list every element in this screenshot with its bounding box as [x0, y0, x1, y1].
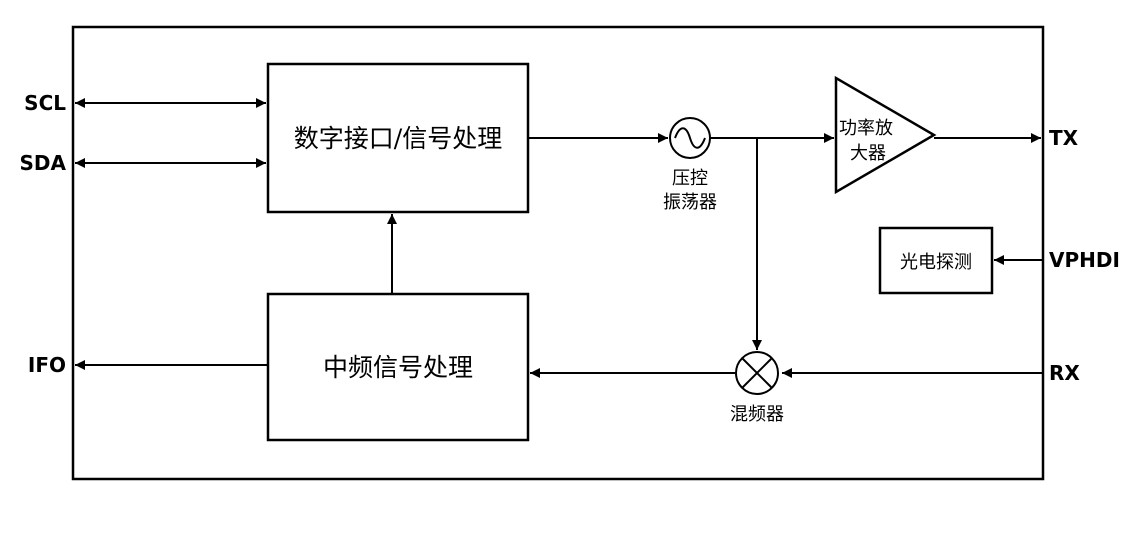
photodetector-label: 光电探测: [900, 252, 972, 273]
pin-vphdi-label: VPHDI: [1049, 248, 1120, 272]
pin-scl-label: SCL: [24, 91, 66, 115]
if-processing-label: 中频信号处理: [323, 353, 473, 382]
pin-ifo-label: IFO: [28, 353, 66, 377]
mixer-cross-b: [741, 357, 773, 389]
vco-label-line1: 压控: [672, 168, 708, 189]
pin-tx-label: TX: [1049, 126, 1079, 150]
mixer-label: 混频器: [730, 404, 784, 425]
pa-label-line1: 功率放: [839, 118, 893, 139]
power-amplifier-symbol: [834, 75, 937, 195]
pin-rx-label: RX: [1049, 361, 1080, 385]
digital-interface-label: 数字接口/信号处理: [294, 124, 502, 153]
chip-boundary: [71, 25, 1045, 481]
pa-label-line2: 大器: [850, 143, 886, 164]
vco-label-line2: 振荡器: [663, 192, 717, 213]
pin-sda-label: SDA: [20, 151, 67, 175]
photodetector-block: [878, 226, 994, 295]
if-processing-block: [266, 292, 530, 442]
sine-wave-icon: [674, 127, 706, 149]
